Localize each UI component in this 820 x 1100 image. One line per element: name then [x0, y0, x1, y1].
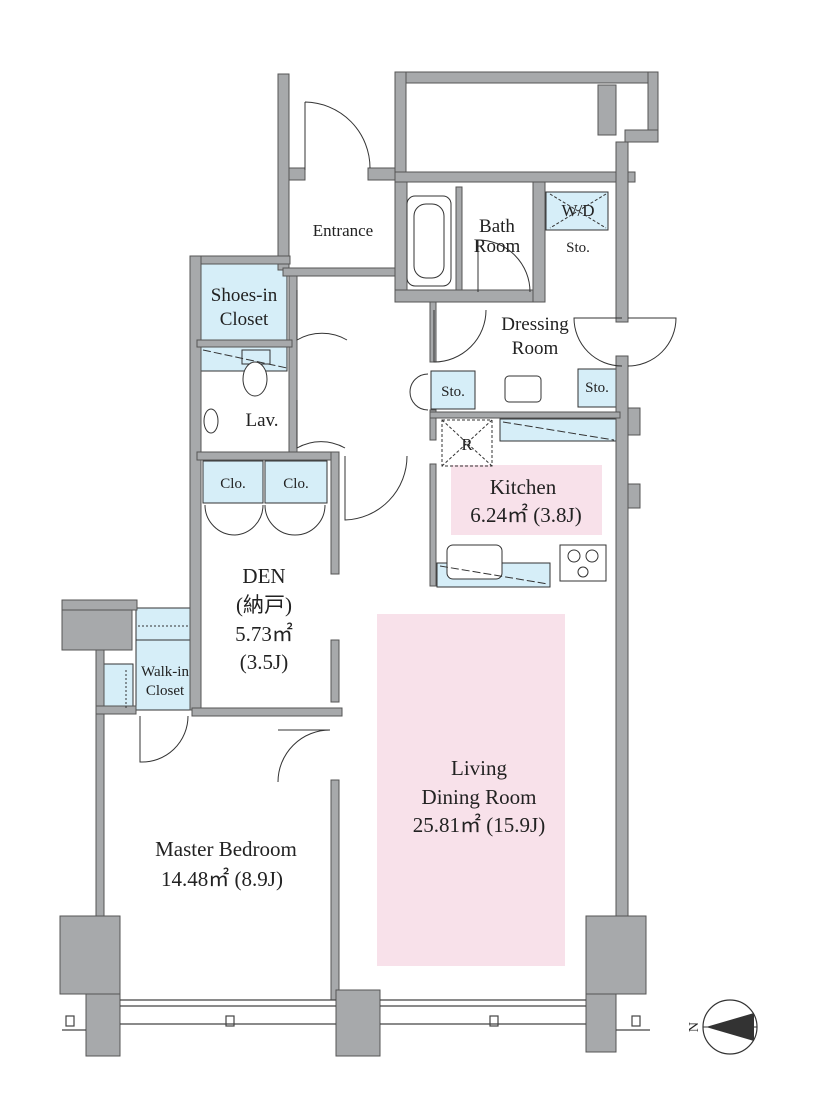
dressing-sink — [504, 375, 542, 403]
sto-left-label: Sto. — [441, 384, 465, 400]
fridge-label: R — [461, 435, 473, 454]
clo-2 — [264, 460, 328, 504]
fixtures — [125, 193, 615, 708]
living-label-2: Dining Room — [422, 785, 537, 809]
walkin-closet — [135, 639, 193, 711]
wash-basin — [203, 408, 219, 434]
dressing-label-2: Room — [512, 338, 559, 359]
bath-label-2: Room — [474, 236, 521, 257]
lav-label: Lav. — [245, 410, 278, 431]
north-label: N — [687, 1022, 702, 1032]
kitchen-name: Kitchen — [490, 475, 557, 499]
walkin-closet-left — [102, 663, 134, 711]
sto-bath-label: Sto. — [566, 240, 590, 256]
storage-fills — [102, 191, 617, 711]
kitchen-highlight — [451, 465, 602, 535]
kitchen-area: 6.24㎡ (3.8J) — [470, 503, 581, 527]
balcony-window — [62, 999, 650, 1031]
living-highlight — [377, 614, 565, 966]
walls — [59, 71, 659, 1057]
door-swings — [139, 101, 677, 783]
clo-2-label: Clo. — [283, 476, 308, 492]
den-area: 5.73㎡ — [235, 622, 293, 646]
entrance-label: Entrance — [313, 221, 373, 240]
den-jo: (3.5J) — [240, 650, 288, 674]
shoes-label-1: Shoes-in — [211, 285, 278, 306]
living-label-1: Living — [451, 756, 507, 780]
walkin-label-2: Closet — [146, 683, 185, 699]
clo-1-label: Clo. — [220, 476, 245, 492]
master-area: 14.48㎡ (8.9J) — [161, 867, 283, 891]
sto-left — [430, 370, 476, 410]
shoes-label-2: Closet — [220, 309, 269, 330]
lav-counter — [200, 346, 288, 372]
toilet — [242, 361, 268, 397]
master-name: Master Bedroom — [155, 837, 297, 861]
wd-label: W/D — [561, 201, 594, 220]
kitchen-upper-counter — [499, 418, 617, 442]
kitchen-sink — [446, 544, 503, 580]
walkin-closet-top — [135, 607, 193, 641]
den-name: DEN — [242, 564, 285, 588]
dressing-label-1: Dressing — [501, 314, 569, 335]
living-area: 25.81㎡ (15.9J) — [413, 813, 545, 837]
clo-1 — [202, 460, 264, 504]
walkin-label-1: Walk-in — [141, 664, 189, 680]
bath-label-1: Bath — [479, 216, 515, 237]
den-jp: (納戸) — [236, 593, 292, 617]
fridge — [441, 419, 493, 467]
north-compass-icon: N — [687, 999, 758, 1055]
bathtub — [406, 195, 452, 287]
sto-right-label: Sto. — [585, 380, 609, 396]
sto-right — [577, 368, 617, 408]
